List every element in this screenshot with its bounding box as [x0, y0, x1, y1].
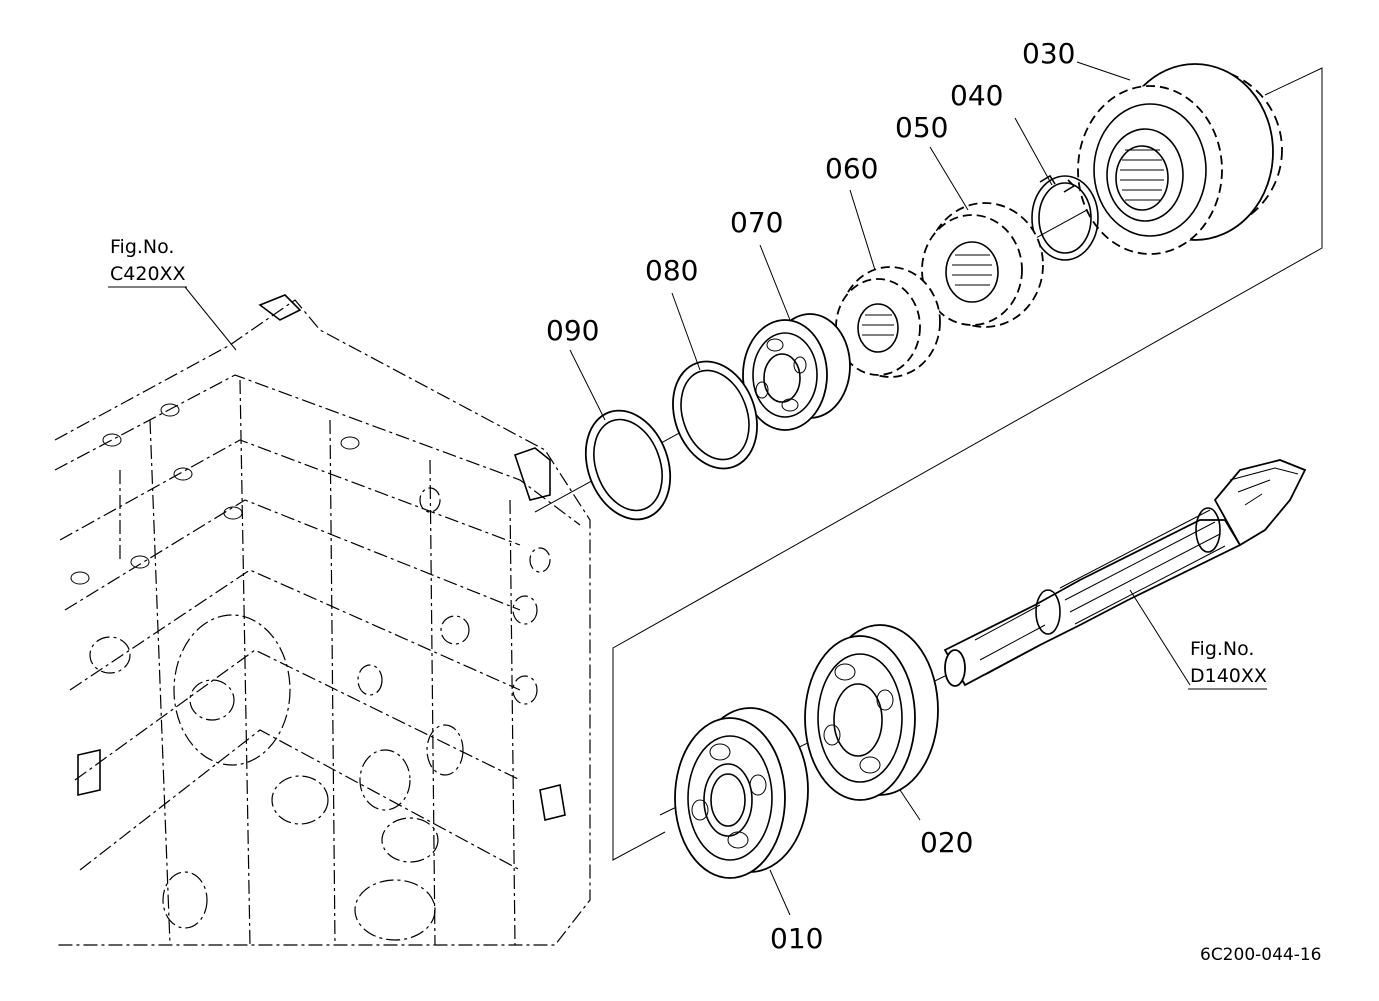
assembly-frame: [612, 67, 1323, 861]
part-label-020: 020: [920, 826, 973, 859]
output-shaft: [943, 459, 1307, 687]
part-label-010: 010: [770, 922, 823, 955]
gear-030: [1077, 63, 1283, 255]
bearing-010: [674, 707, 809, 879]
part-label-080: 080: [645, 254, 698, 287]
reference-title: Fig.No.: [1190, 638, 1254, 660]
part-label-050: 050: [895, 111, 948, 144]
gear-060: [835, 266, 941, 378]
gear-050: [921, 202, 1044, 328]
drawing-code: 6C200-044-16: [1200, 945, 1321, 965]
ring-080: [672, 360, 758, 470]
reference-c420xx: Fig.No. C420XX: [108, 236, 187, 288]
reference-code: D140XX: [1190, 665, 1267, 687]
bearing-020: [804, 624, 939, 801]
bearing-070: [742, 313, 851, 431]
transmission-housing: [54, 294, 591, 946]
part-label-060: 060: [825, 152, 878, 185]
part-label-090: 090: [546, 314, 599, 347]
part-label-030: 030: [1022, 37, 1075, 70]
ring-090: [584, 409, 672, 521]
reference-title: Fig.No.: [110, 236, 174, 258]
reference-d140xx: Fig.No. D140XX: [1188, 638, 1267, 690]
part-label-070: 070: [730, 206, 783, 239]
reference-code: C420XX: [110, 263, 186, 285]
circlip-040: [1031, 174, 1099, 261]
part-label-040: 040: [950, 79, 1003, 112]
leader-lines: [184, 61, 1191, 916]
